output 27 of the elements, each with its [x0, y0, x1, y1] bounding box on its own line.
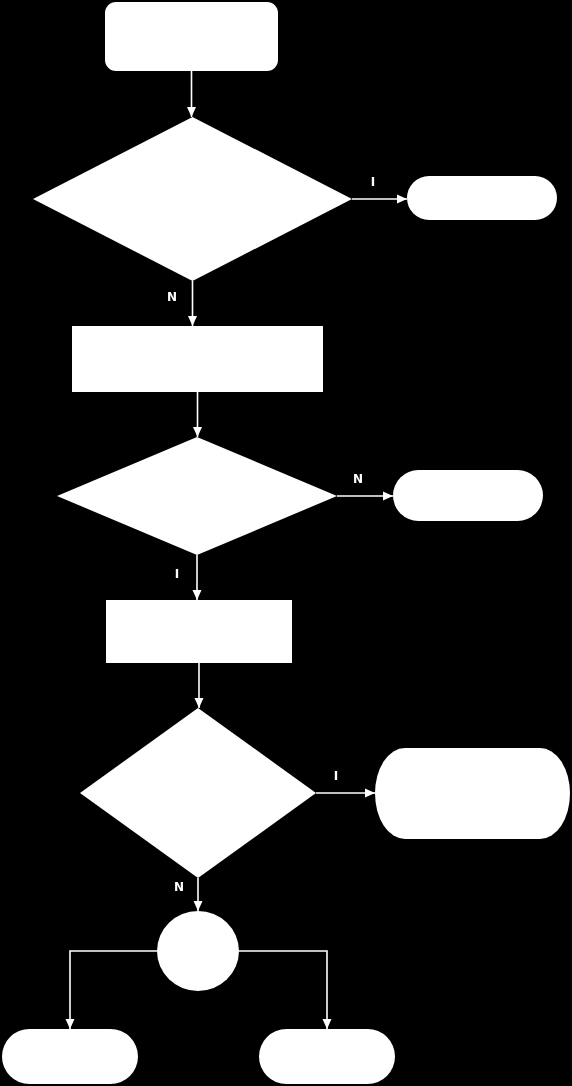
- arrow: [194, 662, 204, 709]
- arrow: [315, 788, 376, 798]
- decision-diamond: [80, 708, 316, 878]
- arrow: [193, 391, 202, 438]
- arrow: [65, 950, 158, 1030]
- edge-label: N: [173, 881, 185, 893]
- decision-diamond: [33, 117, 352, 281]
- arrow: [238, 950, 332, 1030]
- edge-label: N: [352, 473, 364, 485]
- process-box: [106, 600, 292, 663]
- terminal-shape: [259, 1029, 395, 1084]
- terminal-shape: [407, 176, 557, 220]
- arrow: [187, 70, 196, 118]
- edge-label: I: [369, 176, 377, 188]
- arrow: [188, 280, 197, 327]
- rounded-box: [105, 2, 278, 71]
- arrow: [193, 877, 203, 912]
- arrow: [192, 554, 202, 601]
- arrow: [336, 491, 394, 501]
- terminal-shape: [2, 1029, 138, 1084]
- process-box: [72, 326, 323, 392]
- decision-diamond: [57, 437, 337, 555]
- edge-label: I: [173, 568, 181, 580]
- arrow: [351, 194, 408, 204]
- edge-label: N: [166, 291, 178, 303]
- terminal-shape: [393, 470, 543, 521]
- edge-label: I: [332, 770, 340, 782]
